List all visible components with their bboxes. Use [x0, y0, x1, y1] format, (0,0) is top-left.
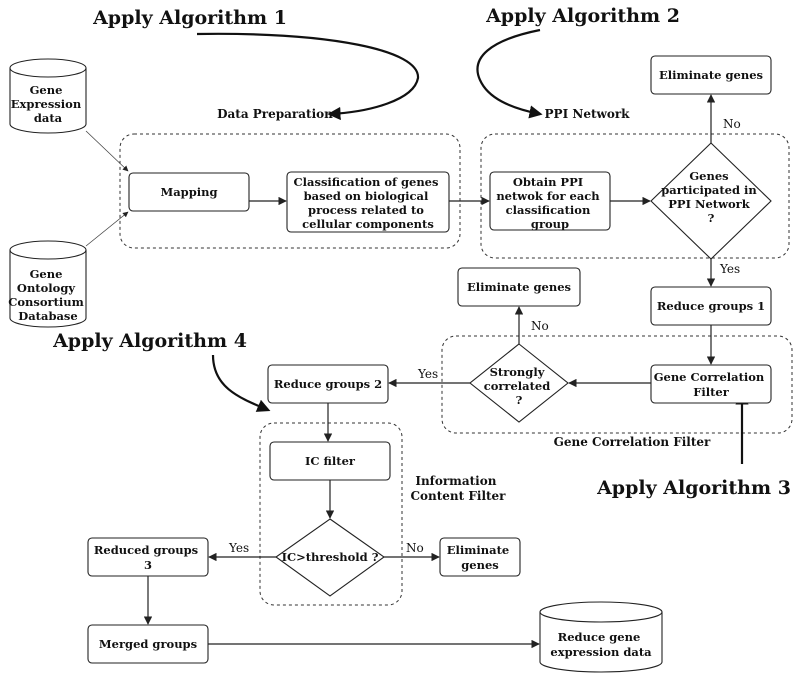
reduce-groups-2-box: Reduce groups 2 — [267, 364, 389, 404]
gene-ontology-database: Gene Ontology Consortium Database — [8, 240, 88, 328]
strongly-correlated-decision: Strongly correlated ? — [469, 343, 569, 423]
reduced-groups-3-box: Reduced groups 3 — [87, 537, 209, 577]
apply-algorithm-4-title: Apply Algorithm 4 — [52, 330, 247, 352]
gene-expression-database: Gene Expression data — [9, 58, 87, 134]
svg-text:Gene Correlation Filter: Gene Correlation Filter — [654, 370, 769, 399]
branch-yes-label-2: Yes — [417, 367, 438, 381]
ppi-network-group — [480, 133, 790, 259]
gene-correlation-filter-group — [441, 335, 793, 434]
svg-text:Obtain PPI netwok for ea: Obtain PPI netwok for each classificatio… — [496, 175, 603, 231]
svg-text:Classification of genes: Classification of genes based on biologi… — [294, 175, 443, 231]
svg-text:Eliminate genes: Eliminate genes — [467, 280, 571, 294]
data-preparation-label: Data Preparation — [217, 107, 333, 121]
ic-filter-box: IC filter — [269, 441, 391, 481]
reduce-gene-expression-database: Reduce gene expression data — [539, 601, 663, 673]
eliminate-genes-box-2: Eliminate genes — [457, 267, 581, 307]
branch-yes-label-1: Yes — [719, 262, 740, 276]
apply-algorithm-1-title: Apply Algorithm 1 — [92, 7, 287, 29]
genes-participated-decision: Genes participated in PPI Network ? — [650, 142, 772, 260]
svg-text:Genes participated in: Genes participated in PPI Network ? — [661, 169, 761, 225]
svg-text:Reduced groups 3: Reduced groups 3 — [94, 543, 202, 572]
svg-text:Strongly correlated: Strongly correlated ? — [484, 365, 555, 407]
branch-no-label-2: No — [531, 319, 549, 333]
data-preparation-group — [119, 133, 461, 249]
svg-text:Mapping: Mapping — [160, 185, 217, 199]
algorithm-4-arrow — [211, 354, 271, 412]
eliminate-genes-box-3: Eliminate genes — [439, 537, 521, 577]
classification-box: Classification of genes based on biologi… — [286, 171, 450, 233]
branch-no-label-1: No — [723, 117, 741, 131]
svg-text:Eliminate genes: Eliminate genes — [447, 543, 514, 572]
branch-no-label-3: No — [406, 541, 424, 555]
gene-correlation-filter-label: Gene Correlation Filter — [554, 435, 711, 449]
svg-text:Reduce gene expression d: Reduce gene expression data — [550, 630, 652, 659]
svg-text:IC>threshold ?: IC>threshold ? — [282, 550, 379, 564]
algorithm-2-arrow — [476, 28, 543, 119]
svg-text:Reduce groups 1: Reduce groups 1 — [657, 299, 765, 313]
branch-yes-label-3: Yes — [228, 541, 249, 555]
apply-algorithm-3-title: Apply Algorithm 3 — [596, 477, 791, 499]
ppi-network-label: PPI Network — [545, 107, 631, 121]
apply-algorithm-2-title: Apply Algorithm 2 — [485, 5, 680, 27]
algorithm-1-arrow — [196, 32, 420, 121]
svg-text:IC filter: IC filter — [305, 454, 356, 468]
gene-correlation-filter-box: Gene Correlation Filter — [650, 364, 772, 404]
obtain-ppi-box: Obtain PPI netwok for each classificatio… — [489, 171, 611, 231]
eliminate-genes-box-1: Eliminate genes — [650, 55, 772, 95]
mapping-box: Mapping — [128, 172, 250, 212]
information-content-filter-group — [259, 422, 403, 606]
svg-text:Gene Expression da: Gene Expression data — [11, 83, 85, 125]
svg-text:Gene Ontology Cons: Gene Ontology Consortium Database — [8, 267, 88, 323]
merged-groups-box: Merged groups — [87, 624, 209, 664]
svg-text:Merged groups: Merged groups — [99, 637, 197, 651]
svg-text:Reduce groups 2: Reduce groups 2 — [274, 377, 382, 391]
ontology-to-mapping-connector — [85, 211, 129, 247]
information-content-filter-label: Information Content Filter — [410, 474, 506, 503]
svg-text:Eliminate genes: Eliminate genes — [659, 68, 763, 82]
ic-threshold-decision: IC>threshold ? — [275, 518, 385, 597]
reduce-groups-1-box: Reduce groups 1 — [650, 286, 772, 326]
expression-to-mapping-connector — [85, 130, 129, 172]
